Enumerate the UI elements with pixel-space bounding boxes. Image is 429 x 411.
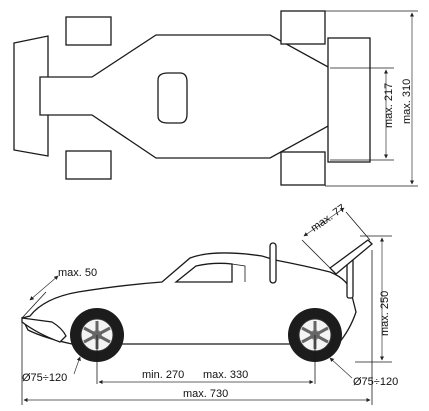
- side-view: max. 50 max. 77 max. 250 Ø75÷120 Ø75÷120…: [21, 202, 398, 405]
- cockpit: [157, 72, 188, 124]
- rear-fin: [269, 242, 277, 284]
- overall-length-label: max. 730: [183, 388, 228, 400]
- dim-label-310: max. 310: [401, 79, 413, 124]
- dim-label-50: max. 50: [58, 267, 97, 279]
- front-nose: [21, 317, 67, 343]
- dim-label-250: max. 250: [379, 291, 391, 336]
- wheel-diameter-rear-label: Ø75÷120: [353, 376, 398, 388]
- dim-line-50: [29, 275, 59, 301]
- rear-right-wheel: [280, 151, 326, 186]
- wheelbase-min-label: min. 270: [142, 369, 184, 381]
- dim-label-77: max. 77: [309, 202, 348, 234]
- rear-wing: [327, 37, 371, 163]
- dim-label-217: max. 217: [383, 83, 395, 128]
- wheel-diameter-front-label: Ø75÷120: [22, 372, 67, 384]
- dim-line-77: [303, 207, 345, 237]
- rear-left-wheel: [280, 10, 326, 45]
- front-right-wheel: [65, 150, 112, 180]
- wheelbase-max-label: max. 330: [203, 369, 248, 381]
- top-view: max. 217 max. 310: [13, 10, 418, 187]
- front-wing: [13, 35, 49, 157]
- front-left-wheel: [65, 16, 112, 46]
- rear-wing-side: [329, 239, 373, 275]
- side-window: [174, 262, 233, 283]
